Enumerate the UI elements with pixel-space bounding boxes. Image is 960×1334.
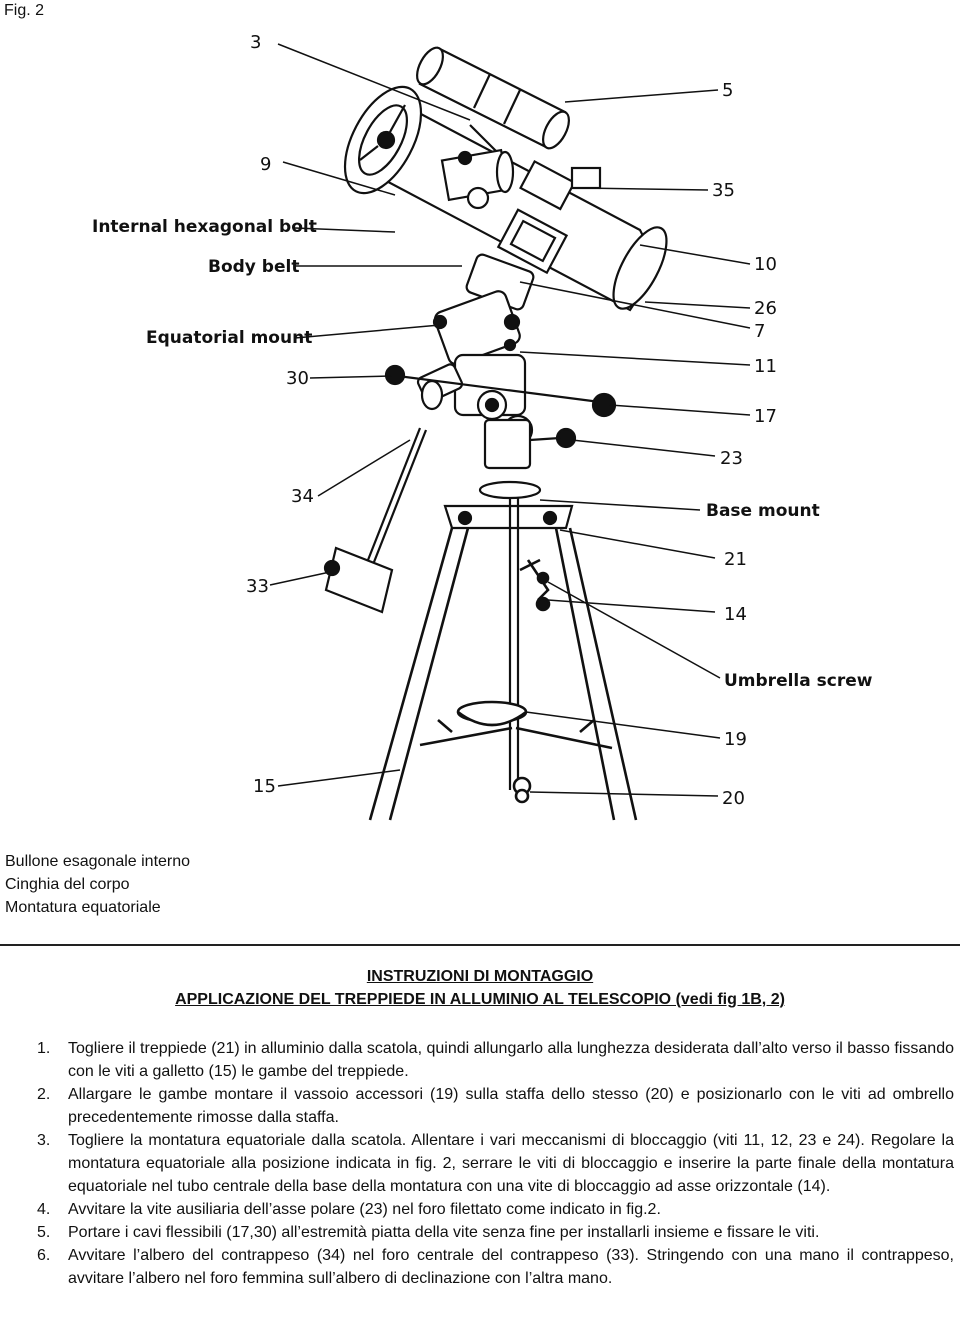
- callout-umbrella-screw: Umbrella screw: [724, 671, 873, 691]
- step-text: Togliere la montatura equatoriale dalla …: [68, 1132, 954, 1195]
- step-item: 1. Togliere il treppiede (21) in allumini…: [0, 1037, 954, 1083]
- callout-10: 10: [754, 254, 777, 275]
- callout-34: 34: [291, 486, 314, 507]
- callout-equatorial-mount: Equatorial mount: [146, 328, 312, 348]
- callout-17: 17: [754, 406, 777, 427]
- legend-item: Bullone esagonale interno: [5, 853, 191, 870]
- legend: Bullone esagonale interno Cinghia del co…: [5, 850, 190, 919]
- step-number: 2.: [37, 1086, 51, 1103]
- instruction-steps: 1. Togliere il treppiede (21) in allumini…: [0, 1037, 954, 1290]
- step-number: 3.: [37, 1132, 51, 1149]
- divider: [0, 944, 960, 946]
- step-item: 6. Avvitare l’albero del contrappeso (34)…: [0, 1244, 954, 1290]
- callout-21: 21: [724, 549, 747, 570]
- section-subheading: APPLICAZIONE DEL TREPPIEDE IN ALLUMINIO …: [175, 991, 785, 1008]
- step-text: Allargare le gambe montare il vassoio ac…: [68, 1086, 954, 1126]
- telescope-tube: [343, 85, 668, 312]
- callout-30: 30: [286, 368, 309, 389]
- callout-15: 15: [253, 776, 276, 797]
- callout-body-belt: Body belt: [208, 257, 299, 277]
- tripod-legs: [368, 527, 638, 821]
- callout-35: 35: [712, 180, 735, 201]
- step-number: 6.: [37, 1247, 51, 1264]
- section-heading: INSTRUZIONI DI MONTAGGIO: [366, 968, 594, 985]
- equatorial-mount: [384, 253, 617, 470]
- callout-7: 7: [754, 321, 765, 342]
- callout-3: 3: [250, 32, 261, 53]
- step-item: 4. Avvitare la vite ausiliaria dell’asse …: [0, 1198, 954, 1221]
- step-text: Avvitare la vite ausiliaria dell’asse po…: [68, 1201, 661, 1218]
- tripod-head: [443, 480, 574, 790]
- figure-label: Fig. 2: [4, 2, 45, 19]
- finder-scope: [416, 46, 570, 176]
- callout-5: 5: [722, 80, 733, 101]
- legend-item: Montatura equatoriale: [5, 899, 161, 916]
- callout-11: 11: [754, 356, 777, 377]
- callout-14: 14: [724, 604, 747, 625]
- callout-internal-hexagonal-bolt: Internal hexagonal bolt: [92, 217, 317, 237]
- step-item: 5. Portare i cavi flessibili (17,30) all’…: [0, 1221, 954, 1244]
- callout-33: 33: [246, 576, 269, 597]
- legend-item: Cinghia del corpo: [5, 876, 130, 893]
- counterweight: [323, 427, 428, 614]
- callout-19: 19: [724, 729, 747, 750]
- step-text: Portare i cavi flessibili (17,30) all’es…: [68, 1224, 820, 1241]
- step-number: 5.: [37, 1224, 51, 1241]
- step-item: 3. Togliere la montatura equatoriale dall…: [0, 1129, 954, 1198]
- step-number: 1.: [37, 1040, 51, 1057]
- step-text: Togliere il treppiede (21) in alluminio …: [68, 1040, 954, 1080]
- callout-20: 20: [722, 788, 745, 809]
- telescope-assembly-diagram: 3 9 Internal hexagonal bolt Body belt Eq…: [0, 20, 960, 840]
- diagram-svg: 3 9 Internal hexagonal bolt Body belt Eq…: [92, 32, 873, 821]
- leader-lines: [269, 43, 751, 797]
- callout-23: 23: [720, 448, 743, 469]
- step-item: 2. Allargare le gambe montare il vassoio …: [0, 1083, 954, 1129]
- step-text: Avvitare l’albero del contrappeso (34) n…: [68, 1247, 954, 1287]
- callout-base-mount: Base mount: [706, 501, 820, 521]
- step-number: 4.: [37, 1201, 51, 1218]
- callout-9: 9: [260, 154, 271, 175]
- callout-26: 26: [754, 298, 777, 319]
